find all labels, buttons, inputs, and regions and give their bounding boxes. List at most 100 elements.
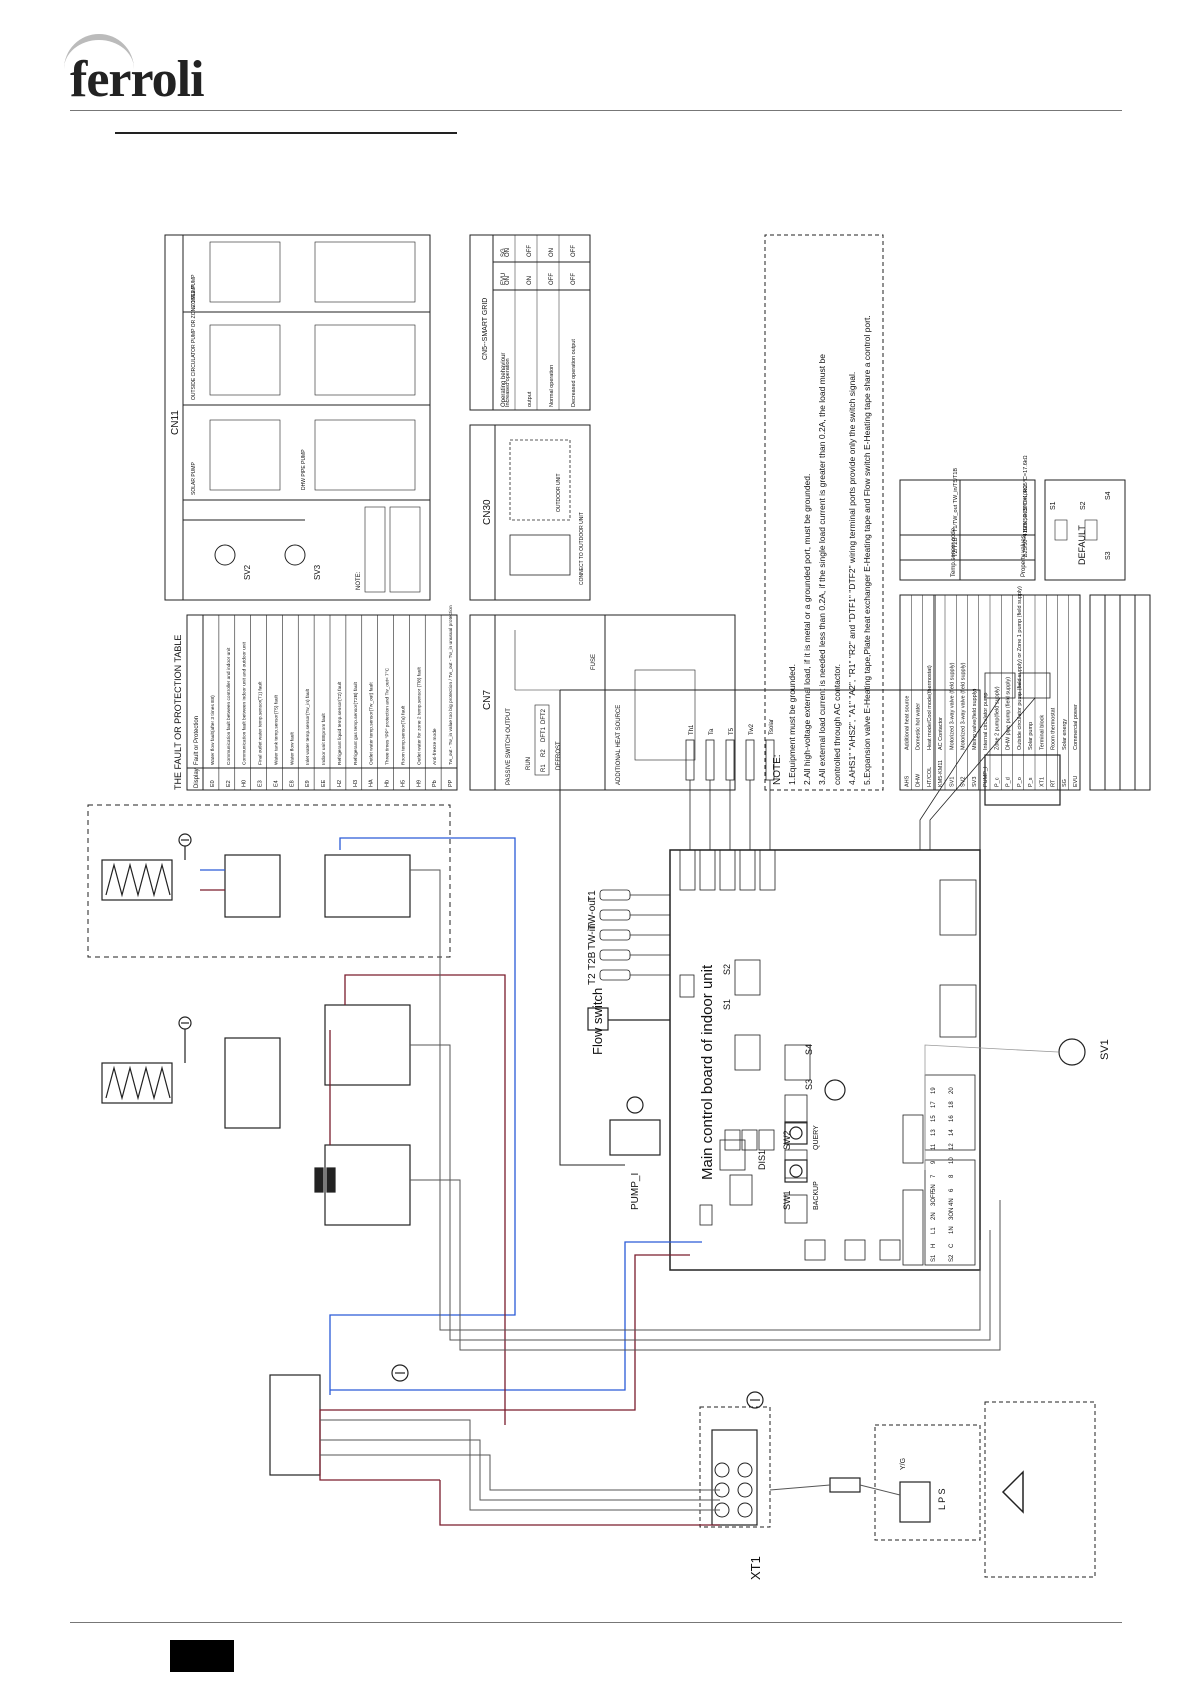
cn11-terminal-label: 1N <box>949 1226 955 1234</box>
cn5-h-sg: SG <box>501 248 507 257</box>
abbrev-desc: Internal circulator pump <box>983 693 989 750</box>
abbrev-desc: Domestic hot water <box>916 703 922 750</box>
sensor-t2: T2 <box>587 973 598 985</box>
sensor-h-values: Property values <box>1021 535 1027 577</box>
default-s3: S3 <box>1105 551 1112 560</box>
cn30-outdoor: OUTDOOR UNIT <box>556 473 562 512</box>
default-s4: S4 <box>1105 491 1112 500</box>
abbrev-code: P_d <box>1006 777 1012 787</box>
cn7-passive: PASSIVE SWITCH OUTPUT <box>506 708 512 785</box>
default-s1: S1 <box>1050 501 1057 510</box>
cn7-r1: R1 <box>541 764 547 772</box>
cn11-terminal-label: 6 <box>949 1188 955 1192</box>
fault-code: E4 <box>273 780 279 787</box>
default-title: DEFAULT <box>1077 525 1087 565</box>
abbrev-desc: Motorized 3-way valve (field supply) <box>949 662 955 750</box>
cn7-additional: ADDITIONAL HEAT SOURCE <box>616 705 622 785</box>
cn11-solar: SOLAR PUMP <box>191 462 197 495</box>
fault-header-fault: Fault or Protection <box>194 716 200 765</box>
small-sensor-label: Th1 <box>689 724 695 735</box>
section-rule <box>115 132 457 134</box>
cn5-behaviour: Normal operation <box>549 365 555 407</box>
sensor-twout: TW-out <box>587 897 598 930</box>
cn5-h-evu: EVU <box>501 273 507 285</box>
fault-code: E0 <box>210 780 216 787</box>
sensor-table: Temp.sensor code Property values T2/T2B … <box>899 455 1036 581</box>
heater-coil-1 <box>101 859 173 901</box>
cn11-terminal-label: 4N <box>949 1198 955 1206</box>
notes-box: NOTE: 1.Equipment must be grounded.2.All… <box>764 234 884 791</box>
sv2-label: SV2 <box>243 564 252 580</box>
fault-table: THE FAULT OR PROTECTION TABLE Display Fa… <box>173 605 458 791</box>
cn11-terminal-label: S2 <box>949 1254 955 1262</box>
abbrev-desc: Solar pump <box>1028 722 1034 750</box>
cn5-sg: ON <box>549 248 555 257</box>
fault-code: Hb <box>385 780 391 787</box>
fault-table-title: THE FAULT OR PROTECTION TABLE <box>173 635 183 790</box>
fault-desc: Inlet water temp.sensor(Tw_in) fault <box>305 688 311 765</box>
cn7-r2: R2 <box>541 749 547 757</box>
sensor-r1-code: T2/T2B <box>953 537 959 557</box>
abbrev-code: SV3 <box>972 777 978 787</box>
fault-desc: Refrigerant liquid temp.sensor(T2) fault <box>337 681 343 765</box>
cn7-title: CN7 <box>482 690 493 710</box>
logo-arc <box>64 34 134 90</box>
fault-code: EE <box>321 779 327 787</box>
sensor-r2-code: T1/TW_out TW_in/T5/T1B <box>953 468 959 532</box>
abbrev-code: SV2 <box>961 777 967 787</box>
s2-label: S2 <box>722 964 732 975</box>
cn11-terminal-label: 7 <box>931 1174 937 1178</box>
abbrev-desc: Commercial power <box>1073 704 1079 750</box>
small-sensor-label: Ta <box>709 728 715 735</box>
fault-desc: Outlet water for zone 2 temp.sensor (Tl8… <box>416 666 422 765</box>
warning-box <box>984 1401 1096 1578</box>
abbrev-code: DHW <box>916 773 922 787</box>
cn11-terminal-label: 2N <box>931 1212 937 1220</box>
abbrev-code: P_s <box>1028 777 1034 787</box>
fault-desc: Indoor unit EEprom fault <box>321 713 327 765</box>
fault-desc: Water tank temp.sensor(T5) fault <box>273 694 279 765</box>
sensor-t2b: T2B <box>587 951 598 970</box>
fault-code: H2 <box>337 780 343 787</box>
query-label: QUERY <box>813 1125 820 1150</box>
abbrev-code: P_c <box>994 777 1000 787</box>
sensor-twin: TW-in <box>587 924 598 950</box>
fault-desc: Room temp.sensor(Ta) fault <box>400 705 406 765</box>
abbrev-desc: Solar energy <box>1062 719 1068 750</box>
cn5-behaviour: Increased operation <box>505 358 511 407</box>
cn11-terminal-label: 15 <box>931 1115 937 1122</box>
fault-desc: Tw_out - Tw_in value too big protection … <box>448 605 454 765</box>
cn5-behaviour: Decreased operation output <box>571 339 577 407</box>
fault-code: E9 <box>305 780 311 787</box>
abbrev-desc: Terminal block <box>1039 715 1045 750</box>
sv3-label: SV3 <box>313 564 322 580</box>
dis1-label: DIS1 <box>757 1150 767 1170</box>
cn11-terminal-label: 3ON <box>949 1208 955 1220</box>
abbrev-desc: Outside circulator pump (field supply) o… <box>1017 586 1023 750</box>
power-box <box>269 1374 321 1476</box>
abbrev-code: P_o <box>1017 777 1023 787</box>
sensor-r2-val: B25/50=3970K, R25°C=17.6kΩ <box>1023 455 1029 532</box>
sensor-h-code: Temp.sensor code <box>951 527 957 577</box>
fault-code: E3 <box>258 780 264 787</box>
cn5-sg: ON <box>505 248 511 257</box>
fault-desc: Communication fault between indoor unit … <box>242 641 248 765</box>
s3-label: S3 <box>804 1079 814 1090</box>
cn11-outside: OUTSIDE CIRCULATOR PUMP OR ZONE 1 PUMP <box>191 284 197 400</box>
cn7-run: RUN <box>526 757 532 770</box>
abbrev-desc: DHW pipe pump (field supply) <box>1006 677 1012 750</box>
abbrev-code: EVU <box>1073 776 1079 787</box>
fault-desc: Outlet water temp.sensor(Tw_out) fault <box>369 682 375 765</box>
cn11-terminal-label: S1 <box>931 1254 937 1262</box>
cn11-terminal-label: H <box>931 1244 937 1248</box>
fault-desc: Water flow fault(after 3 times E8) <box>210 695 216 765</box>
fault-code: H0 <box>242 780 248 787</box>
fault-code: H5 <box>400 780 406 787</box>
brand-logo: ferroli <box>70 51 205 108</box>
yg-label: Y/G <box>900 1458 907 1470</box>
fault-code: H9 <box>416 780 422 787</box>
cn11-terminal-label: 20 <box>949 1087 955 1094</box>
cn11-terminal-label: 9 <box>931 1160 937 1164</box>
note-line: 4.AHS1" "AHS2", "A1" "A2", "R1" "R2" and… <box>847 372 857 785</box>
s1-label: S1 <box>722 999 732 1010</box>
